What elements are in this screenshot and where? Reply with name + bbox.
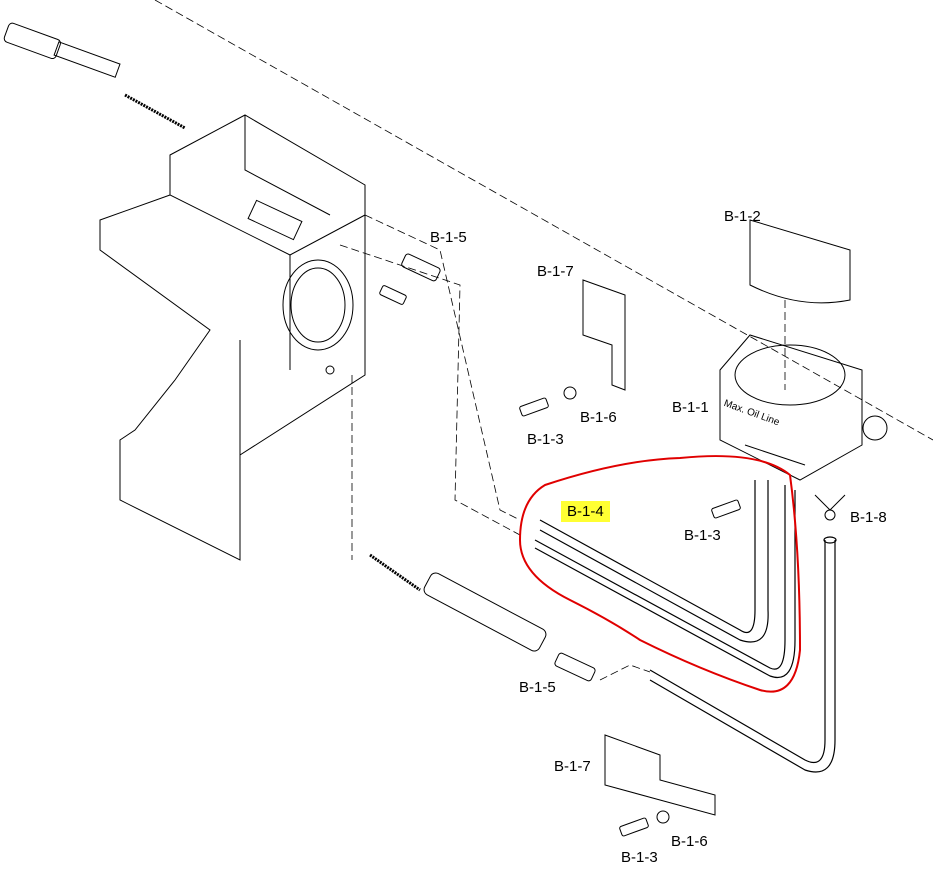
shaft-top [3,22,186,130]
label-b-1-5-top: B-1-5 [430,229,467,246]
label-b-1-2: B-1-2 [724,208,761,225]
label-b-1-1: B-1-1 [672,399,709,416]
label-b-1-7-top: B-1-7 [537,263,574,280]
label-b-1-7-bottom: B-1-7 [554,758,591,775]
label-b-1-3-top: B-1-3 [527,431,564,448]
fittings [379,253,741,837]
label-b-1-5-bottom: B-1-5 [519,679,556,696]
bracket-bottom [604,734,716,816]
label-b-1-8: B-1-8 [850,509,887,526]
assembly-guide-lines [154,0,933,681]
label-b-1-6-top: B-1-6 [580,409,617,426]
bracket-top [582,279,626,391]
label-b-1-4-highlighted: B-1-4 [561,501,610,522]
label-b-1-6-bottom: B-1-6 [671,833,708,850]
main-housing [99,114,366,561]
label-b-1-3-mid: B-1-3 [684,527,721,544]
red-circle-annotation [518,455,802,693]
label-b-1-3-bottom: B-1-3 [621,849,658,866]
spring-clip [814,494,846,521]
oil-tubes [534,480,837,773]
reservoir [719,219,888,481]
shaft-bottom [369,553,547,652]
